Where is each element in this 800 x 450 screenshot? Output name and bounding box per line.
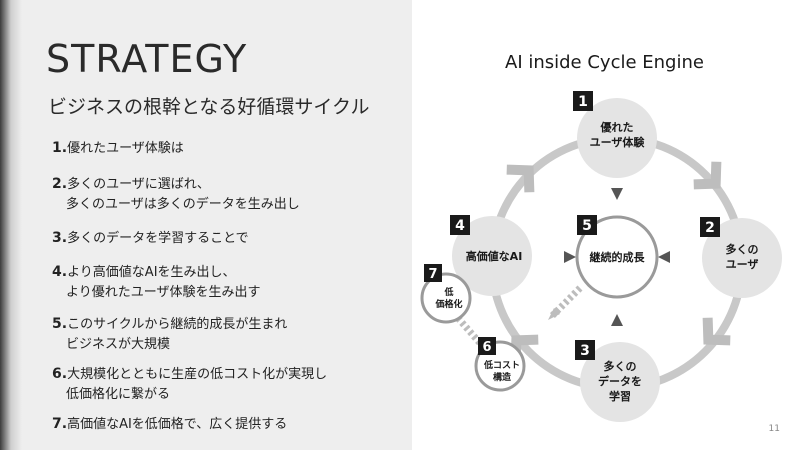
point-number: 6. [52,366,68,382]
slide-subtitle: ビジネスの根幹となる好循環サイクル [48,96,370,118]
strategy-point-7: 7.高価値なAIを低価格で、広く提供する [52,414,392,435]
node-badge [450,215,470,235]
cycle-node-7: 7 低 価格化 [420,264,472,324]
node-badge-number: 3 [580,343,590,359]
slide-title: STRATEGY [46,37,248,81]
point-text-line2: より優れたユーザ体験を生み出す [66,285,261,300]
node-badge-number: 4 [455,218,465,234]
node-badge-number: 7 [428,267,437,282]
cycle-node-2: 2 多くの ユーザ [700,217,782,298]
node-label-line: 多くの [726,242,759,256]
point-number: 4. [52,264,68,280]
arrow-left-icon [658,251,670,263]
node-label-line: 高価値なAI [466,249,523,263]
node-badge-number: 1 [578,94,588,110]
node-circle [575,215,659,299]
strategy-point-4: 4.より高価値なAIを生み出し、 より優れたユーザ体験を生み出す [52,262,392,303]
point-text: 多くのユーザに選ばれ、 [67,177,210,192]
lowcost-to-lowprice-dashed-line [455,315,489,353]
point-number: 2. [52,176,68,192]
cycle-node-5: 5 継続的成長 [575,215,659,299]
cycle-node-6: 6 低コスト 構造 [474,337,526,392]
node-badge-number: 6 [482,340,491,355]
node-label-line: データを [598,374,642,388]
node-label-line: ユーザ体験 [590,135,646,149]
strategy-point-5: 5.このサイクルから継続的成長が生まれ ビジネスが大規模 [52,314,392,355]
strategy-point-6: 6.大規模化とともに生産の低コスト化が実現し 低価格化に繋がる [52,364,392,405]
node-label-line: 価格化 [434,298,462,310]
point-number: 7. [52,416,68,432]
point-text: 優れたユーザ体験は [67,141,184,156]
point-text: 多くのデータを学習することで [67,231,249,246]
diagram-title: AI inside Cycle Engine [505,52,704,73]
arrow-down-icon [611,188,623,200]
point-number: 3. [52,230,68,246]
point-text: このサイクルから継続的成長が生まれ [67,317,288,332]
point-text-line2: ビジネスが大規模 [66,337,171,352]
node-label-line: 多くの [604,359,637,373]
strategy-point-2: 2.多くのユーザに選ばれ、 多くのユーザは多くのデータを生み出し [52,174,392,215]
cycle-node-1: 1 優れた ユーザ体験 [573,91,657,178]
cycle-arrow-2-3-icon [702,317,731,346]
cycle-node-4: 4 高価値なAI [450,215,532,296]
page-number: 11 [768,424,780,434]
node-label-line: 継続的成長 [590,250,646,264]
node-circle [452,216,532,296]
node-label-line: 低コスト [483,359,520,371]
cycle-arrow-1-2-icon [693,161,722,190]
left-panel [0,0,412,450]
growth-dashed-arrow-icon [548,308,560,320]
node-badge [700,217,720,237]
node-label-line: ユーザ [726,258,759,271]
point-text-line2: 多くのユーザは多くのデータを生み出し [66,197,300,212]
node-label-line: 低 [443,286,453,298]
node-badge [577,215,597,235]
node-label-line: 学習 [609,389,631,403]
node-label-line: 構造 [493,371,512,383]
node-circle [420,272,472,324]
cycle-engine-diagram: 1 優れた ユーザ体験 2 多くの ユーザ 3 多くの データを 学習 4 高価… [420,91,782,422]
node-badge [575,340,595,360]
point-text-line2: 低価格化に繋がる [66,387,171,402]
point-text: 高価値なAIを低価格で、広く提供する [67,417,288,432]
node-badge [573,91,593,111]
node-badge-number: 2 [705,220,715,236]
node-circle [580,342,660,422]
strategy-point-1: 1.優れたユーザ体験は [52,138,392,159]
point-number: 1. [52,140,68,156]
arrow-up-icon [611,314,623,326]
cycle-arrow-4-1-icon [506,164,535,193]
node-label-line: 優れた [600,120,634,134]
node-badge-number: 5 [582,218,592,234]
point-text: 大規模化とともに生産の低コスト化が実現し [67,367,328,382]
point-text: より高価値なAIを生み出し、 [67,265,236,280]
arrow-right-icon [564,251,576,263]
point-number: 5. [52,316,68,332]
cycle-node-3: 3 多くの データを 学習 [575,340,660,422]
node-badge [424,264,442,282]
node-circle [577,98,657,178]
node-badge [478,337,496,355]
strategy-point-3: 3.多くのデータを学習することで [52,228,392,249]
node-circle [702,218,782,298]
